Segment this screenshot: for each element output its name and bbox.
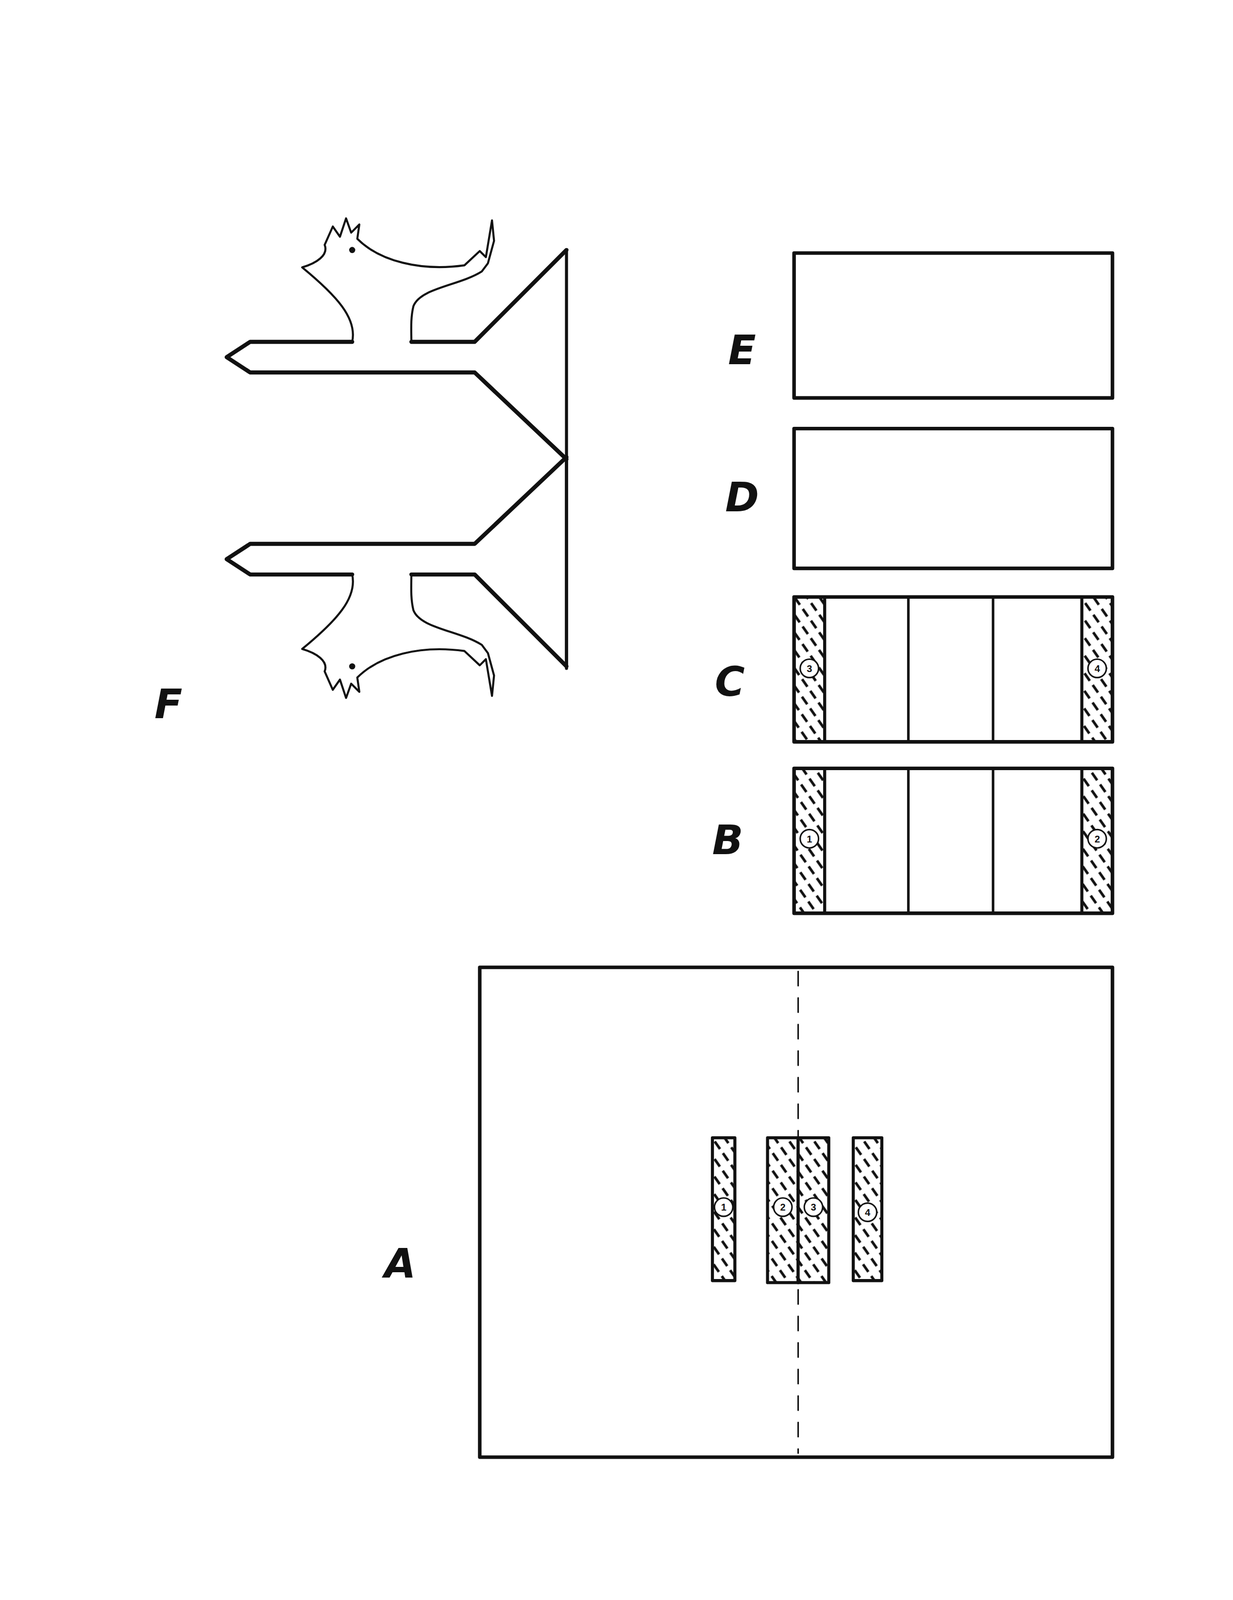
part-letter: D <box>725 476 760 518</box>
callout-number: 2 <box>1094 834 1100 845</box>
callout-number: 4 <box>864 1207 871 1218</box>
part-letter: A <box>384 1243 416 1284</box>
callout-number: 4 <box>1094 663 1100 674</box>
callout-number: 3 <box>806 663 812 674</box>
panel-c <box>793 596 1113 742</box>
panel-b <box>793 768 1113 913</box>
part-letter: B <box>712 819 744 861</box>
callout-number: 3 <box>810 1202 817 1213</box>
panel-e <box>793 253 1113 398</box>
callout-number: 2 <box>780 1202 786 1213</box>
callout-number: 1 <box>721 1202 727 1213</box>
panel-d <box>793 428 1113 569</box>
part-letter: E <box>727 329 756 371</box>
panel-a <box>479 967 1113 1458</box>
callout-number: 1 <box>806 834 812 845</box>
bird-popup <box>226 218 567 699</box>
part-letter: C <box>714 661 745 703</box>
part-letter: F <box>154 683 183 725</box>
